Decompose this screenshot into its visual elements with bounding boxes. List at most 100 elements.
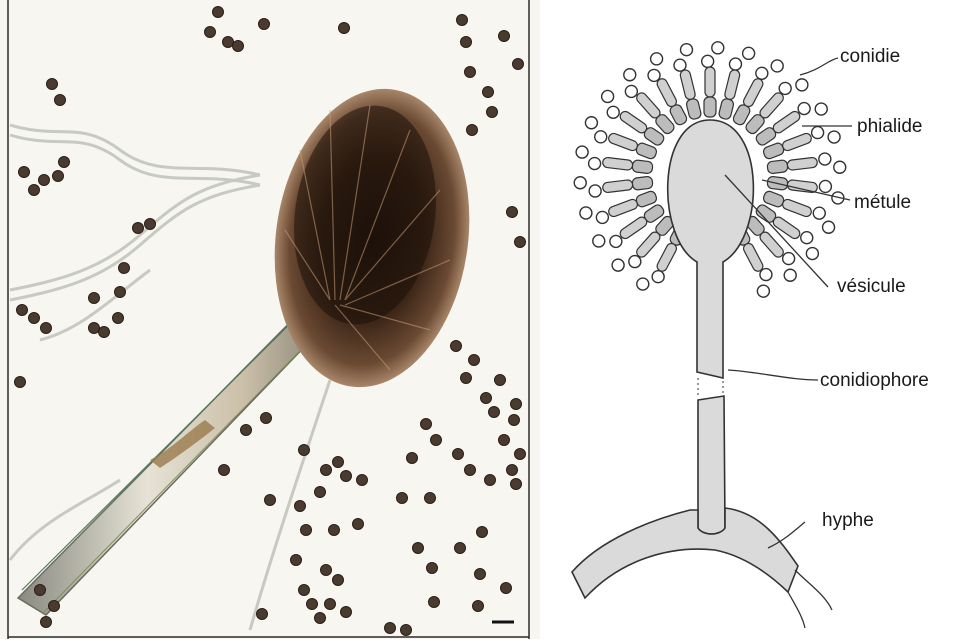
phialide [771,215,801,240]
phialide [679,69,696,101]
spore [315,487,326,498]
spore [425,493,436,504]
metule [718,98,734,120]
conidium [819,153,831,165]
micrograph-panel [0,0,540,639]
spore [223,37,234,48]
spore [17,305,28,316]
spore [451,341,462,352]
phialide [742,242,765,273]
spore [29,185,40,196]
conidium [771,60,783,72]
conidium [602,90,614,102]
conidium [823,221,835,233]
spore [325,599,336,610]
spore [47,79,58,90]
spore [495,375,506,386]
conidium [796,79,808,91]
spore [341,471,352,482]
phialide [758,230,785,259]
hypha-shape [572,508,798,598]
phialide [618,110,648,135]
metule [767,160,788,174]
conidium [648,69,660,81]
label-conidiophore: conidiophore [820,370,929,391]
metule [632,160,653,174]
phialide [635,230,662,259]
label-metule: métule [854,192,911,213]
spore [261,413,272,424]
spore [307,599,318,610]
spore [41,323,52,334]
spore [457,15,468,26]
spore [397,493,408,504]
spore [475,569,486,580]
conidium [624,69,636,81]
label-phialide: phialide [857,116,923,137]
phialide [635,91,662,120]
conidium [674,59,686,71]
spore [385,623,396,634]
spore [19,167,30,178]
vesicle-shape [668,120,754,378]
conidium [779,82,791,94]
phialide [618,215,648,240]
spore [489,407,500,418]
spore [41,617,52,628]
conidium [580,207,592,219]
conidium [593,235,605,247]
spore [515,237,526,248]
phialide [771,110,801,135]
spore [481,393,492,404]
spore [511,479,522,490]
spore [291,555,302,566]
spore [499,435,510,446]
conidium [828,131,840,143]
conidium [610,235,622,247]
phialide [781,132,813,152]
spore [219,465,230,476]
spore [467,125,478,136]
spore [413,543,424,554]
conidium [806,248,818,260]
spore [257,609,268,620]
aspergillus-diagram: conidie phialide métule vésicule conidio… [540,0,962,639]
conidium [798,103,810,115]
spore [501,583,512,594]
conidium [760,269,772,281]
conidium [815,103,827,115]
conidium [637,278,649,290]
spore [241,425,252,436]
spore [99,327,110,338]
conidium [596,211,608,223]
micrograph-image [0,0,540,639]
spore [329,525,340,536]
conidium [784,269,796,281]
phialide [705,67,715,97]
spore [233,41,244,52]
spore [477,527,488,538]
metule [632,176,653,190]
conidium [834,161,846,173]
metule [704,97,716,117]
conidium [651,53,663,65]
spore [453,449,464,460]
spore [213,7,224,18]
conidium [756,67,768,79]
label-vesicule: vésicule [837,276,906,297]
spore [507,207,518,218]
spore [461,373,472,384]
spore [483,87,494,98]
spore [341,607,352,618]
phialide [724,69,741,101]
spore [145,219,156,230]
spore [59,157,70,168]
spore [407,453,418,464]
conidium [595,131,607,143]
conidium [681,44,693,56]
spore [509,415,520,426]
spore [53,171,64,182]
spore [465,67,476,78]
spore [511,399,522,410]
spore [15,377,26,388]
